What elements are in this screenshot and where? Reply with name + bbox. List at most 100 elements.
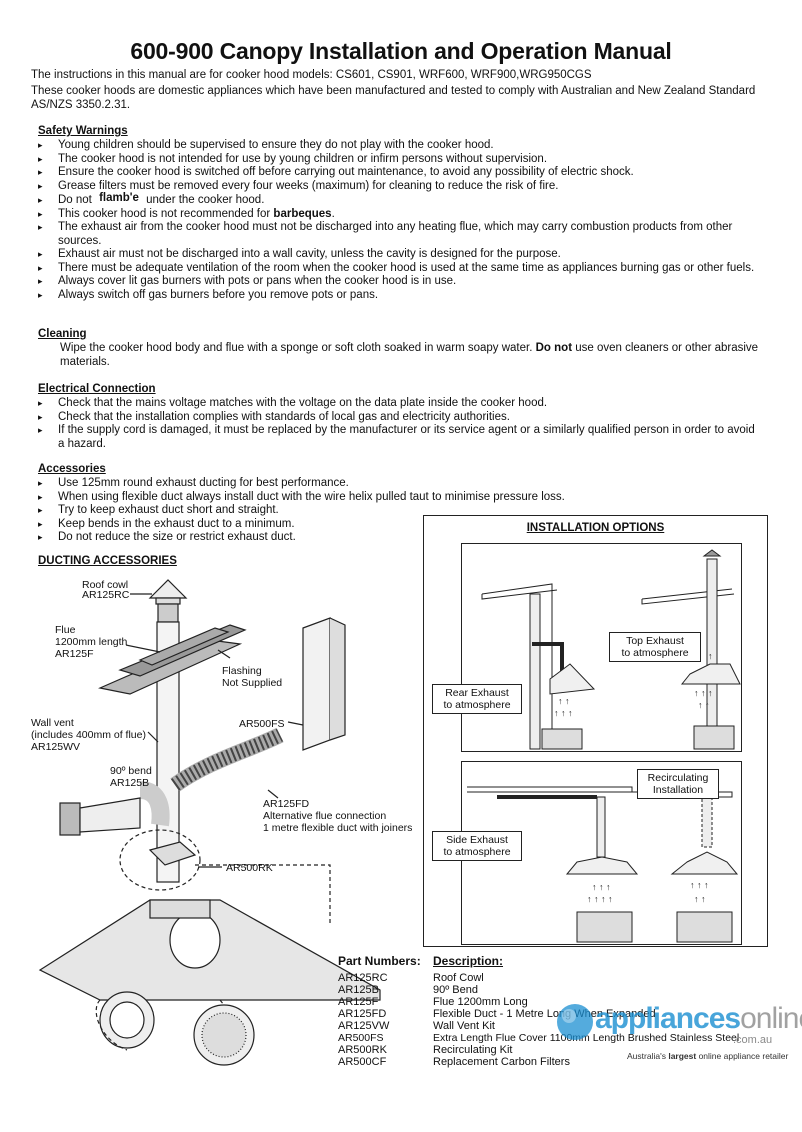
label-bend: 90º bend (110, 765, 152, 777)
label-fs: AR500FS (239, 718, 285, 730)
list-item: If the supply cord is damaged, it must b… (38, 424, 758, 451)
logo-brand-b: online (740, 1002, 802, 1035)
list-item: Try to keep exhaust duct short and strai… (38, 504, 418, 518)
accessories-list: Use 125mm round exhaust ducting for best… (38, 477, 565, 545)
top-exhaust-line2: to atmosphere (621, 647, 689, 659)
callout-top-exhaust: Top Exhaust to atmosphere (609, 632, 701, 662)
label-wallvent: Wall vent (31, 717, 74, 729)
side-exhaust-line1: Side Exhaust (446, 834, 508, 846)
cleaning-text: Wipe the cooker hood body and flue with … (60, 342, 760, 369)
list-item: Always cover lit gas burners with pots o… (38, 275, 758, 289)
list-item: Use 125mm round exhaust ducting for best… (38, 477, 418, 491)
rear-exhaust-line1: Rear Exhaust (445, 687, 509, 699)
svg-text:↑ ↑: ↑ ↑ (558, 696, 570, 706)
cleaning-bold: Do not (535, 342, 573, 354)
top-rear-illustration: ↑ ↑ ↑ ↑ ↑ ↑ ↑ ↑ ↑ ↑ ↑ (481, 549, 741, 750)
svg-text:↑ ↑ ↑ ↑: ↑ ↑ ↑ ↑ (587, 894, 613, 904)
rear-exhaust-line2: to atmosphere (443, 699, 511, 711)
svg-text:↑ ↑ ↑: ↑ ↑ ↑ (694, 688, 713, 698)
label-bend-code: AR125B (110, 777, 150, 789)
label-fd-desc2: 1 metre flexible duct with joiners (263, 822, 413, 834)
svg-text:↑ ↑ ↑: ↑ ↑ ↑ (690, 880, 709, 890)
list-item-flambe: Do not flamb'e under the cooker hood. (38, 192, 758, 208)
flambe-word: flamb'e (99, 192, 139, 204)
installation-options-heading: INSTALLATION OPTIONS (526, 522, 665, 534)
list-item: Do not reduce the size or restrict exhau… (38, 531, 418, 545)
top-exhaust-line1: Top Exhaust (626, 635, 684, 647)
list-item: Exhaust air must not be discharged into … (38, 248, 758, 262)
label-flue: Flue (55, 624, 76, 636)
label-fd-code: AR125FD (263, 798, 310, 810)
list-item-barbeques: This cooker hood is not recommended for … (38, 208, 758, 222)
parts-header: Part Numbers: Description: (338, 955, 503, 967)
recirc-line2: Installation (652, 784, 704, 796)
list-item: Check that the installation complies wit… (38, 411, 758, 425)
label-wallvent-note: (includes 400mm of flue) (31, 729, 146, 741)
label-flue-length: 1200mm length (55, 636, 128, 648)
intro-standards: These cooker hoods are domestic applianc… (31, 85, 756, 111)
list-item: The exhaust air from the cooker hood mus… (38, 221, 758, 248)
svg-text:↑: ↑ (708, 651, 713, 661)
svg-text:↑ ↑: ↑ ↑ (694, 894, 706, 904)
list-item: Ensure the cooker hood is switched off b… (38, 166, 758, 180)
logo-brand-a: appliances (595, 1002, 741, 1035)
safety-heading: Safety Warnings (38, 125, 128, 137)
logo-domain: .com.au (733, 1034, 773, 1046)
flambe-post: under the cooker hood. (146, 194, 265, 206)
callout-side-exhaust: Side Exhaust to atmosphere (432, 831, 522, 861)
label-flashing-note: Not Supplied (222, 677, 283, 689)
list-item: There must be adequate ventilation of th… (38, 262, 758, 276)
callout-rear-exhaust: Rear Exhaust to atmosphere (432, 684, 522, 714)
list-item: Always switch off gas burners before you… (38, 289, 758, 303)
cleaning-post: use oven cleaners or other abrasive mate… (60, 342, 759, 368)
logo-globe-icon (557, 1004, 593, 1040)
barbeque-text: This cooker hood is not recommended for … (58, 207, 335, 220)
electrical-list: Check that the mains voltage matches wit… (38, 397, 758, 451)
logo-wordmark: appliancesonline (595, 1004, 802, 1034)
callout-recirculating: Recirculating Installation (637, 769, 719, 799)
cleaning-pre: Wipe the cooker hood body and flue with … (60, 342, 533, 354)
label-flashing: Flashing (222, 665, 262, 677)
ducting-diagram (38, 579, 381, 1066)
label-rk: AR500RK (226, 862, 273, 874)
svg-text:↑ ↑: ↑ ↑ (698, 700, 710, 710)
parts-header-code: Part Numbers: (338, 954, 421, 968)
parts-header-desc: Description: (433, 954, 504, 968)
label-fd-desc: Alternative flue connection (263, 810, 387, 822)
label-cowl-code: AR125RC (82, 589, 130, 601)
safety-list: Young children should be supervised to e… (38, 139, 758, 302)
intro-models: The instructions in this manual are for … (31, 69, 592, 81)
label-flue-code: AR125F (55, 648, 94, 660)
list-item: Keep bends in the exhaust duct to a mini… (38, 518, 418, 532)
installation-options-box: INSTALLATION OPTIONS ↑ ↑ ↑ ↑ ↑ ↑ ↑ ↑ ↑ ↑ ↑ (423, 515, 768, 947)
cleaning-heading: Cleaning (38, 328, 87, 340)
recirc-line1: Recirculating (647, 772, 709, 784)
list-item: Check that the mains voltage matches wit… (38, 397, 758, 411)
side-recirc-illustration: ↑ ↑ ↑ ↑ ↑ ↑ ↑ ↑ ↑ ↑ ↑ ↑ (467, 786, 739, 943)
electrical-heading: Electrical Connection (38, 383, 156, 395)
page-title: 600-900 Canopy Installation and Operatio… (130, 38, 672, 64)
svg-text:↑ ↑ ↑: ↑ ↑ ↑ (592, 882, 611, 892)
svg-text:↑ ↑ ↑: ↑ ↑ ↑ (554, 708, 573, 718)
appliancesonline-logo: appliancesonline .com.au Australia's lar… (555, 1000, 802, 1070)
list-item: The cooker hood is not intended for use … (38, 153, 758, 167)
ducting-heading: DUCTING ACCESSORIES (38, 555, 177, 567)
accessories-heading: Accessories (38, 463, 106, 475)
label-cowl: Roof cowl (82, 579, 129, 591)
list-item: Grease filters must be removed every fou… (38, 180, 758, 194)
side-exhaust-line2: to atmosphere (443, 846, 511, 858)
list-item: When using flexible duct always install … (38, 491, 565, 505)
logo-tagline: Australia's largest online appliance ret… (627, 1051, 789, 1061)
label-wallvent-code: AR125WV (31, 741, 81, 753)
list-item: Young children should be supervised to e… (38, 139, 758, 153)
flambe-pre: Do not (58, 194, 92, 206)
